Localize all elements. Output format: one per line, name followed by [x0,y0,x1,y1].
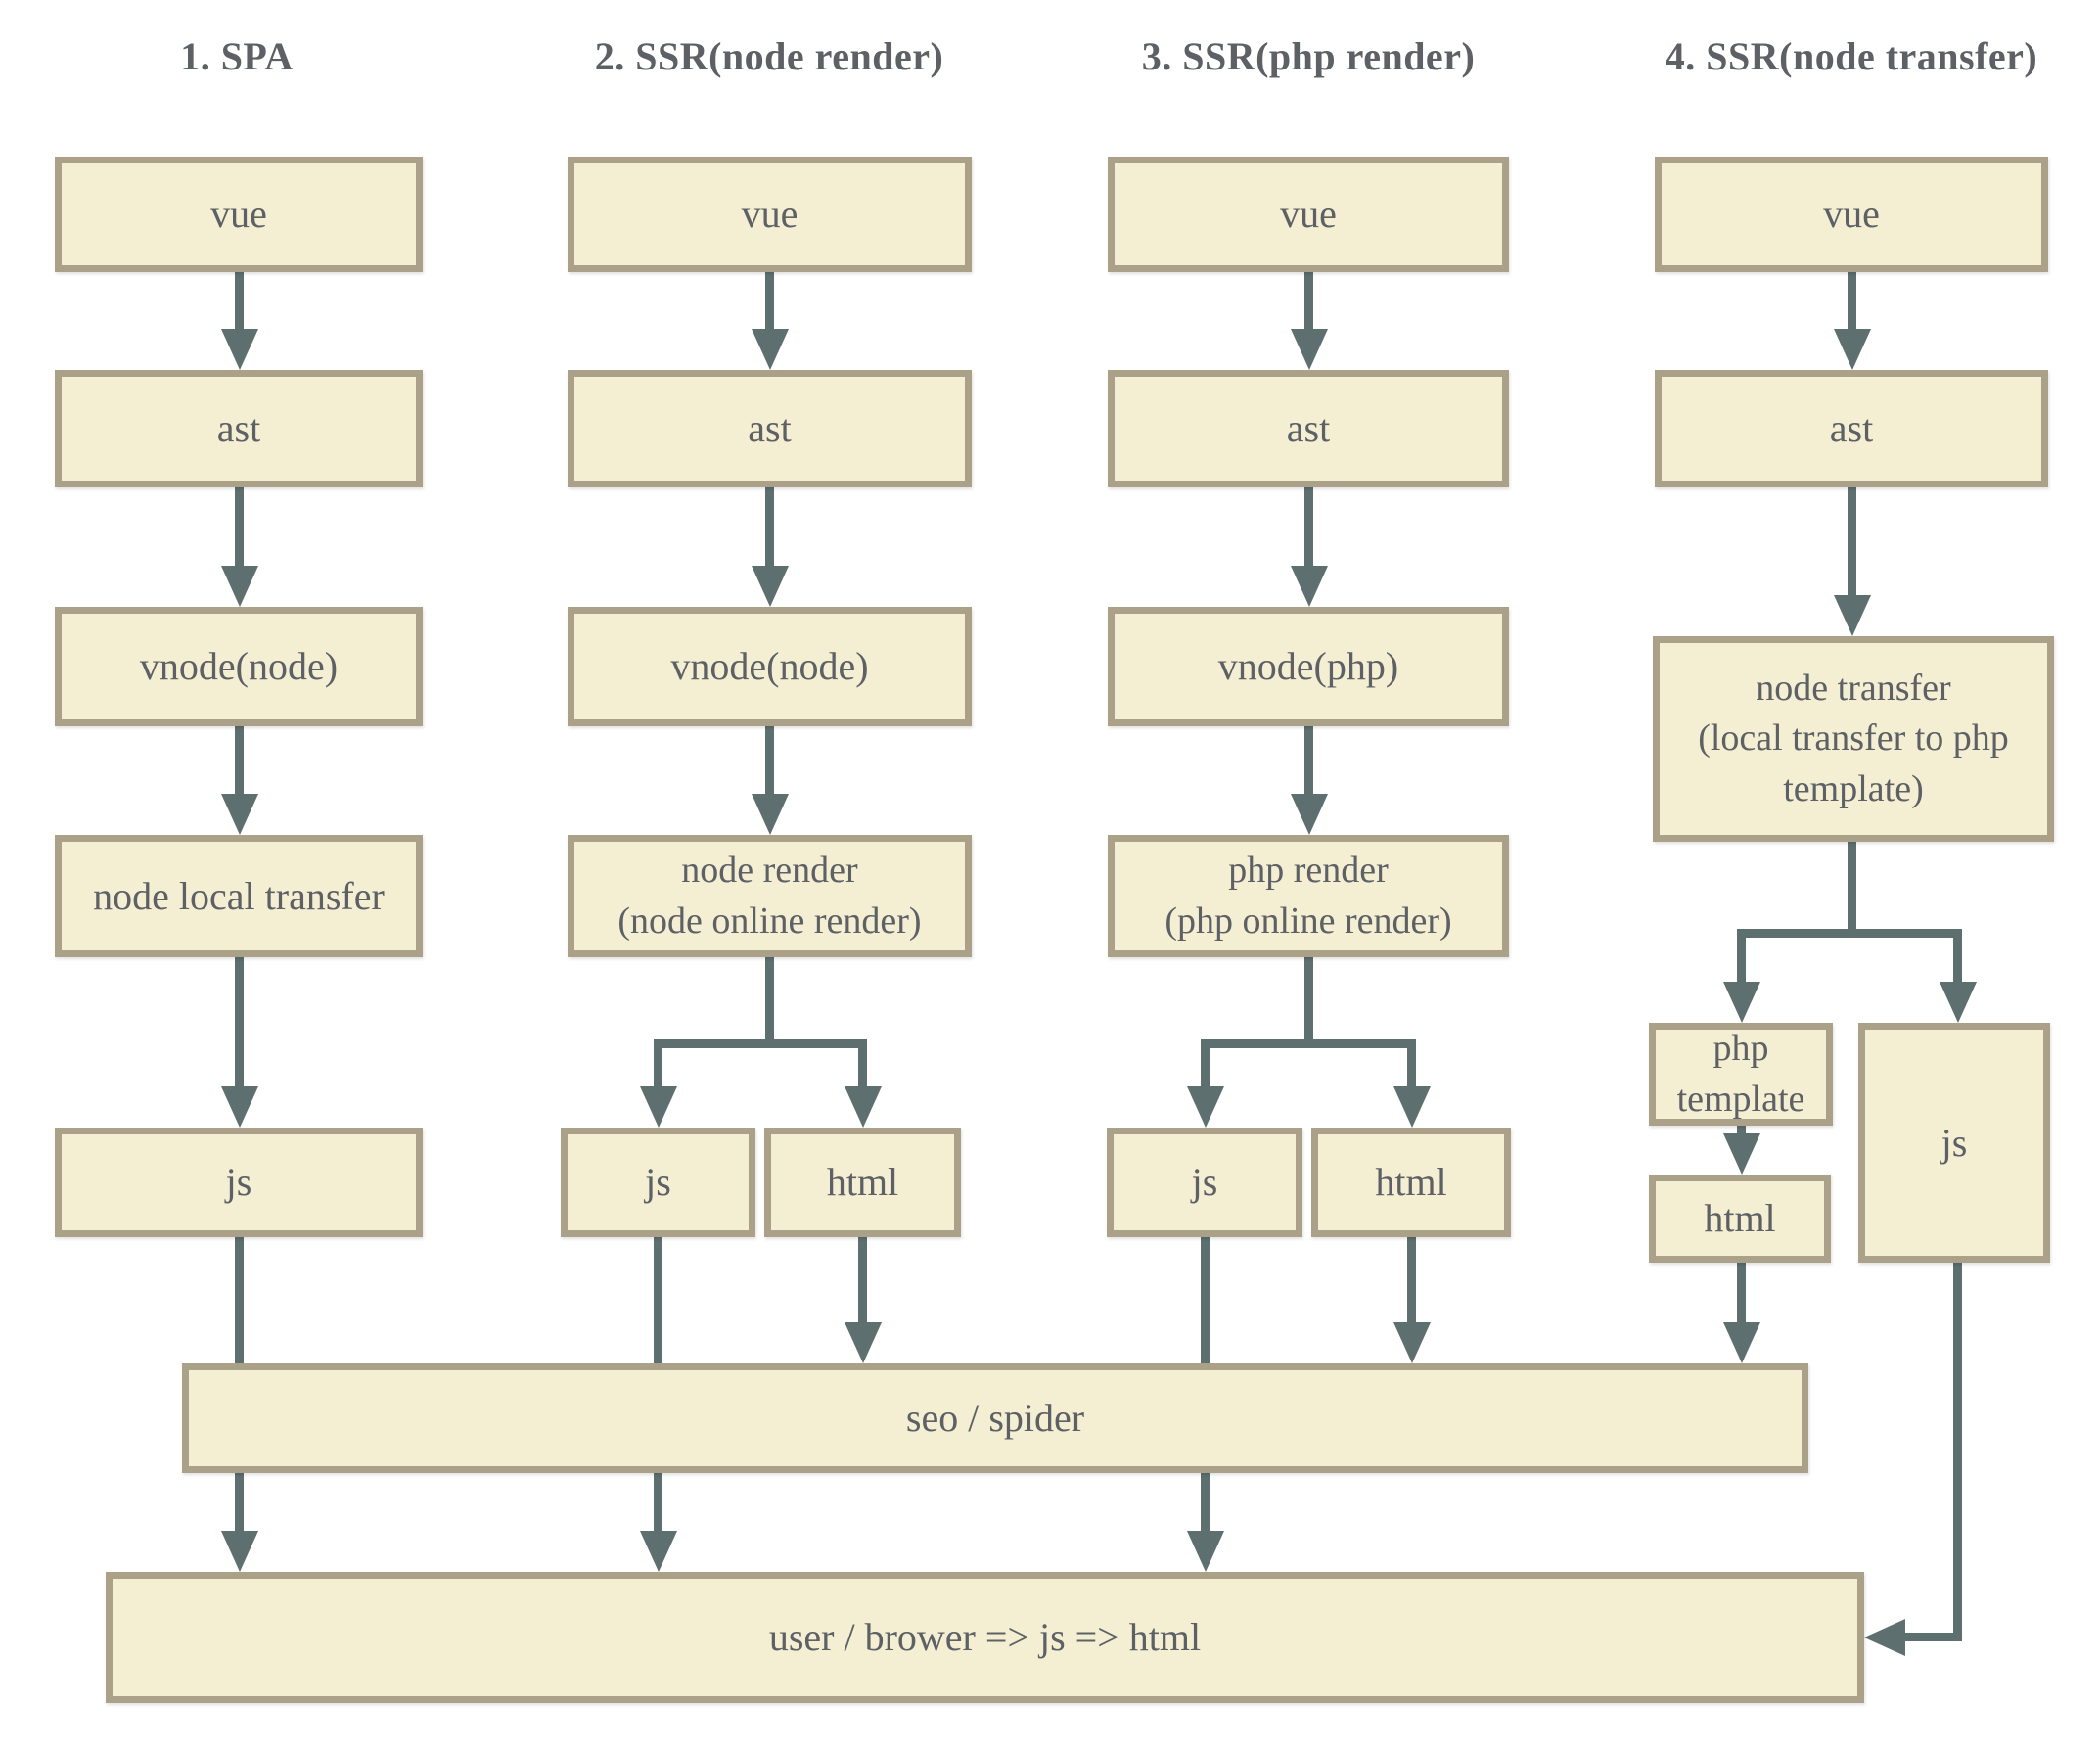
arrow-spa-vue-ast [235,272,244,329]
arrow-spa-vnode-transfer [235,726,244,794]
box-pr-vue: vue [1108,157,1509,272]
box-nt-ast: ast [1655,370,2048,487]
arrow-nt-split-phptemplate [1737,929,1746,982]
arrow-pr-vnode-render [1304,726,1313,794]
arrow-nr-html-seo [858,1237,867,1322]
arrow-pr-split-js [1201,1039,1210,1086]
arrow-spa-ast-vnode [235,487,244,566]
box-spa-vue: vue [55,157,423,272]
box-nr-ast: ast [568,370,972,487]
box-spa-ast: ast [55,370,423,487]
box-nt-js: js [1858,1023,2050,1263]
arrow-pr-split-bar [1201,1039,1415,1048]
column-title-node-transfer: 4. SSR(node transfer) [1665,34,2038,78]
box-nr-vue: vue [568,157,972,272]
box-pr-vnode: vnode(php) [1108,607,1509,726]
arrow-pr-html-seo [1407,1237,1416,1322]
arrow-nr-split-html [858,1039,867,1086]
arrow-nr-ast-vnode [765,487,774,566]
user-browser-bar: user / brower => js => html [106,1572,1864,1703]
column-title-spa: 1. SPA [180,34,294,78]
box-nr-vnode: vnode(node) [568,607,972,726]
box-spa-node-local-transfer: node local transfer [55,835,423,957]
arrow-nt-split-stem [1848,842,1856,937]
arrow-nt-phptemplate-html [1737,1126,1746,1133]
arrow-pr-split-stem [1304,957,1313,1048]
column-title-node-render: 2. SSR(node render) [594,34,944,78]
box-pr-js: js [1107,1128,1302,1237]
box-pr-html: html [1311,1128,1511,1237]
box-nr-node-render: node render (node online render) [568,835,972,957]
arrow-nt-vue-ast [1848,272,1856,329]
arrow-pr-ast-vnode [1304,487,1313,566]
arrow-pr-split-html [1407,1039,1416,1086]
column-title-php-render: 3. SSR(php render) [1141,34,1476,78]
arrow-nt-html-seo [1737,1263,1746,1322]
seo-spider-bar: seo / spider [182,1363,1808,1473]
box-spa-js: js [55,1128,423,1237]
arrow-nt-split-js [1953,929,1962,982]
box-nt-node-transfer: node transfer (local transfer to php tem… [1653,636,2054,842]
arrow-nt-js-down [1953,1263,1962,1641]
arrow-nr-vnode-render [765,726,774,794]
box-nt-html: html [1649,1175,1831,1263]
box-pr-ast: ast [1108,370,1509,487]
arrow-nt-split-bar [1737,929,1961,938]
arrow-nt-ast-transfer [1848,487,1856,595]
arrow-nr-split-bar [654,1039,867,1048]
arrow-nt-js-user [1905,1633,1962,1641]
box-nr-html: html [764,1128,961,1237]
box-nt-vue: vue [1655,157,2048,272]
arrow-pr-vue-ast [1304,272,1313,329]
box-spa-vnode: vnode(node) [55,607,423,726]
arrow-spa-transfer-js [235,957,244,1086]
arrow-nr-split-stem [765,957,774,1048]
arrow-nr-split-js [654,1039,662,1086]
box-pr-php-render: php render (php online render) [1108,835,1509,957]
box-nr-js: js [561,1128,755,1237]
box-nt-php-template: php template [1649,1023,1833,1126]
arrow-nr-vue-ast [765,272,774,329]
